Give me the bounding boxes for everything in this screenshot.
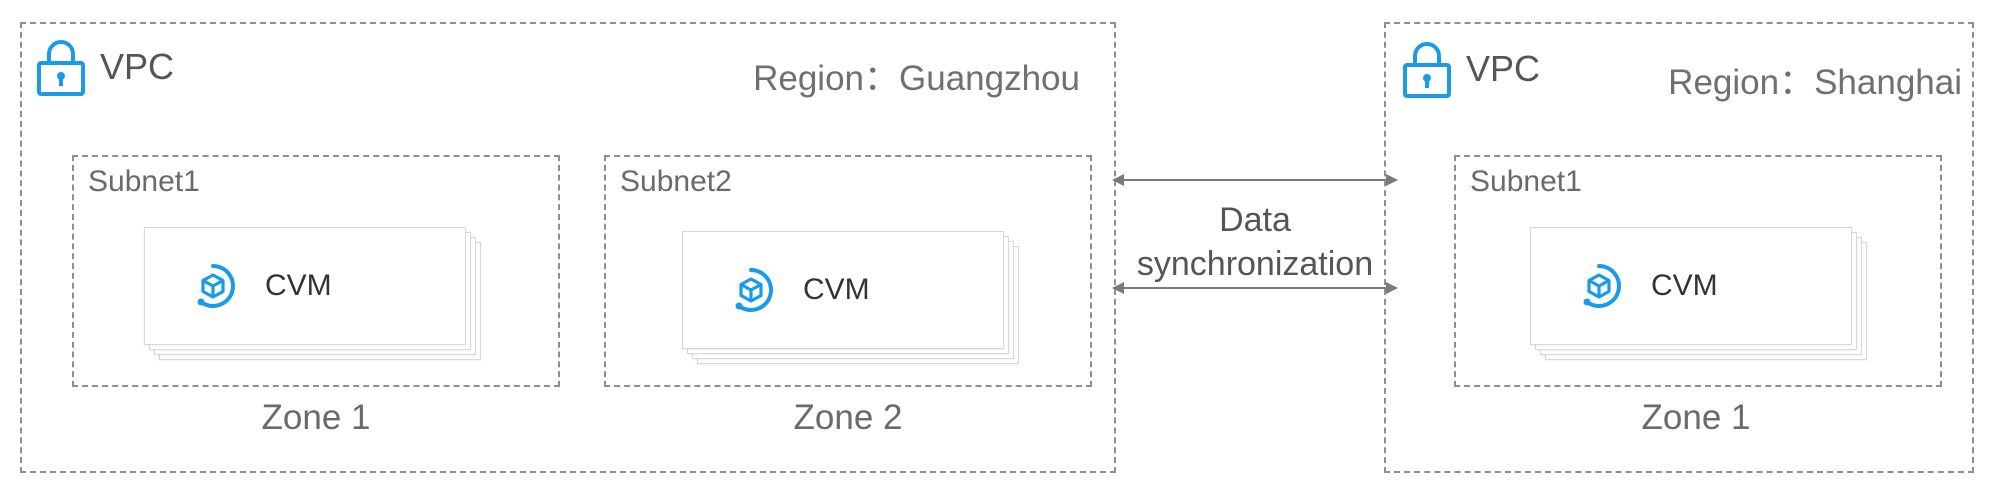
subnet-2: Subnet2 CVM: [604, 155, 1092, 387]
zone-label: Zone 2: [793, 398, 903, 437]
cvm-card: CVM: [682, 231, 1004, 349]
subnet-label: Subnet2: [620, 165, 732, 198]
cvm-stack: CVM: [1530, 227, 1870, 367]
lock-icon: [1403, 42, 1451, 98]
sync-arrow-bottom: [1112, 282, 1398, 294]
cvm-card: CVM: [1530, 227, 1852, 345]
vpc-shanghai: VPC Region：Shanghai Subnet1 CVM Zone 1: [1384, 22, 1974, 473]
cvm-label: CVM: [803, 273, 870, 306]
cvm-icon: [197, 264, 235, 308]
data-sync-line2: synchronization: [1136, 245, 1374, 283]
data-sync-line1: Data: [1219, 201, 1291, 239]
subnet-label: Subnet1: [88, 165, 200, 198]
subnet-1: Subnet1 CVM: [1454, 155, 1942, 387]
lock-icon: [37, 40, 85, 96]
vpc-header: VPC: [1402, 40, 1540, 98]
sync-arrow-top: [1112, 174, 1398, 186]
cvm-icon: [735, 268, 773, 312]
cvm-card: CVM: [144, 227, 466, 345]
region-label: Region：Guangzhou: [753, 59, 1080, 98]
zone-label: Zone 1: [261, 398, 371, 437]
region-label: Region：Shanghai: [1668, 63, 1962, 102]
vpc-label: VPC: [100, 46, 175, 87]
cvm-stack: CVM: [682, 231, 1022, 371]
cvm-label: CVM: [1651, 269, 1718, 302]
data-sync-label: Data synchronization: [1112, 198, 1398, 286]
subnet-label: Subnet1: [1470, 165, 1582, 198]
subnet-1: Subnet1 CVM: [72, 155, 560, 387]
cvm-icon: [1583, 264, 1621, 308]
vpc-label: VPC: [1466, 48, 1541, 89]
vpc-header: VPC: [36, 38, 174, 96]
vpc-guangzhou: VPC Region：Guangzhou Subnet1 CVM Zone 1 …: [20, 22, 1116, 473]
cvm-label: CVM: [265, 269, 332, 302]
sync-arrows: [1112, 174, 1398, 294]
cvm-stack: CVM: [144, 227, 484, 367]
zone-label: Zone 1: [1641, 398, 1751, 437]
